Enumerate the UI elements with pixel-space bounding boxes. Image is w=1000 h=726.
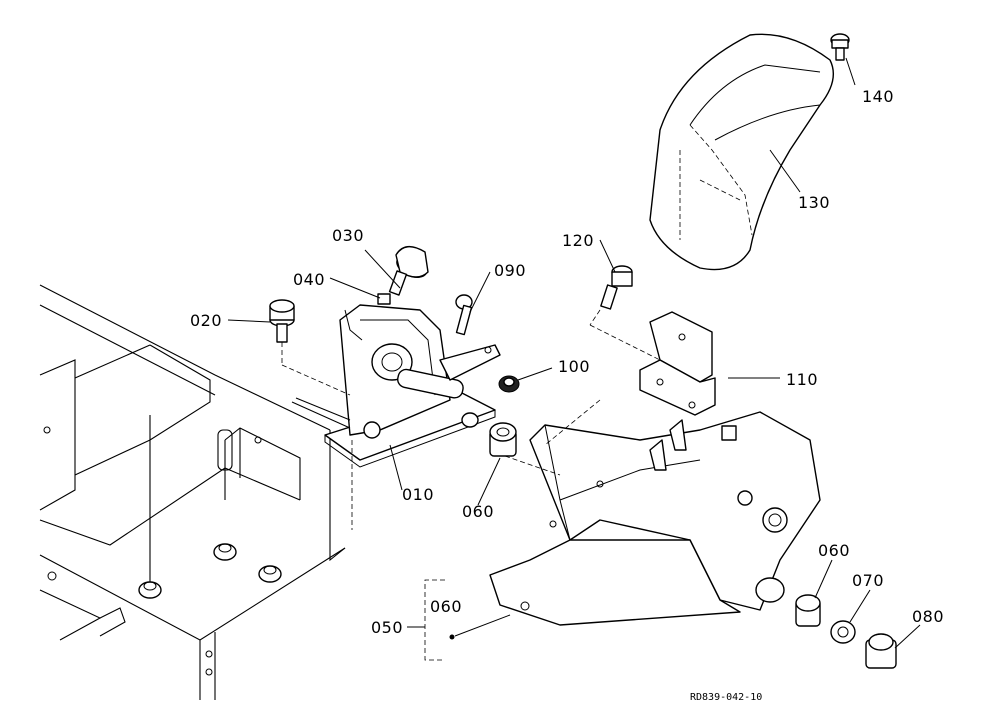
- label-030: 030: [332, 226, 364, 245]
- main-housing: [489, 399, 821, 626]
- bolt-120: [589, 265, 661, 361]
- pin-090: [455, 294, 473, 336]
- bracket-110: [639, 311, 716, 416]
- label-050: 050: [371, 618, 403, 637]
- chassis-frame: [39, 284, 346, 700]
- group-bracket-050: [424, 579, 445, 661]
- bushing-060-right: [795, 594, 821, 627]
- label-140: 140: [862, 87, 894, 106]
- bushing-060-left: [489, 422, 517, 457]
- washer-070: [830, 620, 856, 644]
- bolt-020: [269, 299, 351, 396]
- lever-bracket-010: [291, 304, 501, 530]
- knob-030: [388, 246, 429, 296]
- leader-lines: [227, 57, 921, 649]
- screw-140: [830, 33, 850, 61]
- label-040: 040: [293, 270, 325, 289]
- nut-100: [498, 375, 520, 393]
- label-070: 070: [852, 571, 884, 590]
- label-020: 020: [190, 311, 222, 330]
- label-110: 110: [786, 370, 818, 389]
- grip-cover-130: [649, 33, 834, 271]
- group-dot-050: [449, 634, 455, 640]
- label-060-group: 060: [430, 597, 462, 616]
- label-080: 080: [912, 607, 944, 626]
- label-100: 100: [558, 357, 590, 376]
- nut-040: [377, 293, 391, 305]
- reference-code: RD839-042-10: [690, 692, 762, 703]
- label-060-left: 060: [462, 502, 494, 521]
- part-labels: 010 020 030 040 050 060 060 060 070 080 …: [190, 87, 944, 703]
- label-010: 010: [402, 485, 434, 504]
- label-090: 090: [494, 261, 526, 280]
- label-120: 120: [562, 231, 594, 250]
- bolt-080: [865, 633, 897, 669]
- label-130: 130: [798, 193, 830, 212]
- label-060-right: 060: [818, 541, 850, 560]
